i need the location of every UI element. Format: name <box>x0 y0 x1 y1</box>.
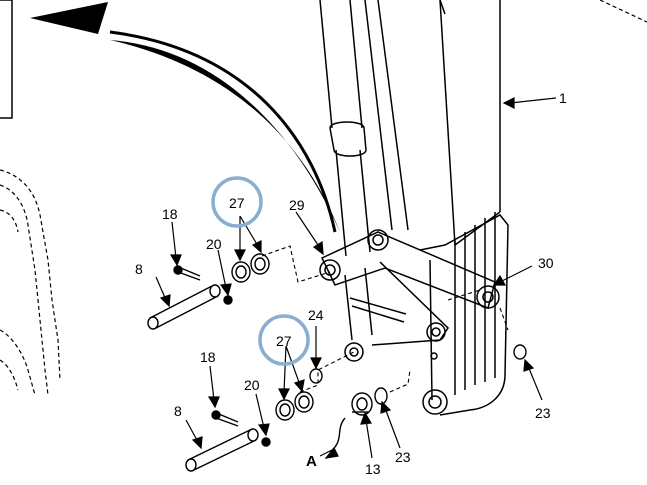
callout-20-lower: 20 <box>244 377 260 393</box>
detail-frame <box>0 0 13 119</box>
connecting-link <box>319 229 500 362</box>
alignment-lines <box>261 245 509 393</box>
link-bracket <box>419 212 509 416</box>
leader-lines <box>155 97 557 459</box>
reference-arrow <box>30 2 340 233</box>
callout-30: 30 <box>538 255 554 271</box>
dashed-guide-top <box>599 0 647 23</box>
callout-13: 13 <box>365 461 381 477</box>
callout-8-lower: 8 <box>174 403 182 419</box>
callout-24: 24 <box>308 307 324 323</box>
callout-8-upper: 8 <box>135 261 143 277</box>
callout-18-upper: 18 <box>162 206 178 222</box>
callout-20-upper: 20 <box>206 236 222 252</box>
callout-27-highlight-upper <box>211 176 263 228</box>
callout-labels: 1 29 30 18 20 8 27 27 24 18 20 8 23 23 1… <box>135 90 567 477</box>
callout-23-lower: 23 <box>395 449 411 465</box>
hydraulic-cylinder <box>319 0 409 257</box>
callout-1: 1 <box>559 90 567 106</box>
upper-hardware <box>147 253 270 330</box>
callout-27-lower: 27 <box>276 333 292 349</box>
lower-hardware <box>185 344 527 472</box>
callout-18-lower: 18 <box>200 349 216 365</box>
boom-assembly <box>439 0 501 246</box>
callout-29: 29 <box>289 197 305 213</box>
callout-27-upper: 27 <box>229 195 245 211</box>
view-marker-a: A <box>306 453 317 470</box>
bucket-outline <box>0 169 61 396</box>
callout-23-right: 23 <box>535 405 551 421</box>
callout-27-highlight-lower <box>258 314 310 366</box>
